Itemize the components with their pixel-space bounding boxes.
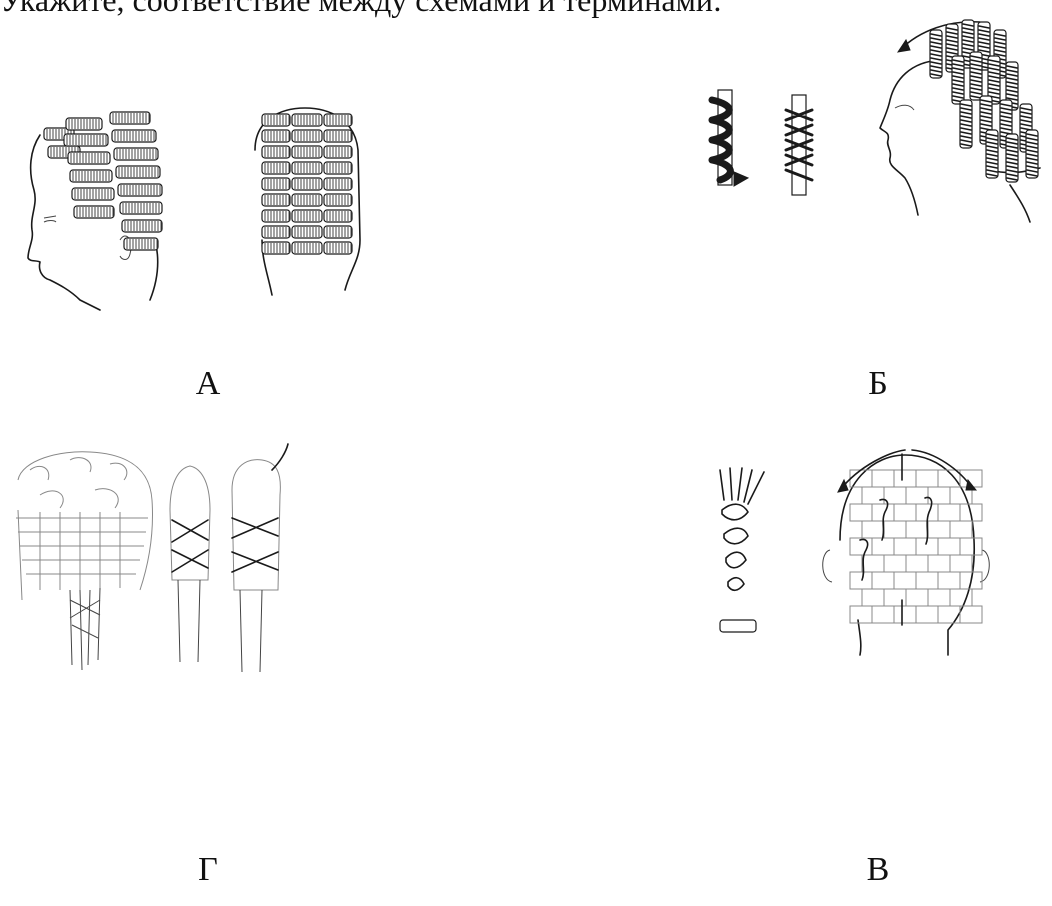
grid-cell xyxy=(916,606,938,623)
grid-cell xyxy=(906,487,928,504)
grid-cell xyxy=(894,538,916,555)
grid-cell xyxy=(850,606,872,623)
grid-cell xyxy=(950,521,972,538)
grid-cell xyxy=(872,572,894,589)
grid-cell xyxy=(906,521,928,538)
scheme-v: В xyxy=(690,440,1052,900)
grid-cell xyxy=(916,470,938,487)
grid-cell xyxy=(850,572,872,589)
scheme-v-drawing xyxy=(690,440,1052,680)
grid-cell xyxy=(960,606,982,623)
scheme-g-drawing xyxy=(0,440,400,680)
grid-cell xyxy=(938,538,960,555)
grid-cell xyxy=(950,555,972,572)
grid-cell xyxy=(884,555,906,572)
grid-cell xyxy=(894,504,916,521)
scheme-a: А xyxy=(0,90,400,320)
grid-cell xyxy=(960,538,982,555)
grid-cell xyxy=(894,470,916,487)
scheme-a-drawing xyxy=(0,90,400,320)
scheme-g-label: Г xyxy=(198,853,218,887)
scheme-a-label: А xyxy=(196,367,221,401)
grid-cell xyxy=(862,521,884,538)
grid-cell xyxy=(938,606,960,623)
grid-cell xyxy=(894,572,916,589)
grid-cell xyxy=(850,504,872,521)
grid-cell xyxy=(928,555,950,572)
grid-cell xyxy=(894,606,916,623)
scheme-g: Г xyxy=(0,440,400,900)
grid-cell xyxy=(862,555,884,572)
grid-cell xyxy=(906,555,928,572)
scheme-v-label: В xyxy=(867,853,890,887)
grid-cell xyxy=(850,538,872,555)
grid-cell xyxy=(906,589,928,606)
scheme-b-drawing xyxy=(690,0,1052,230)
grid-cell xyxy=(938,504,960,521)
grid-cell xyxy=(872,606,894,623)
grid-cell xyxy=(928,589,950,606)
roller xyxy=(118,184,162,196)
grid-cell xyxy=(884,521,906,538)
roller xyxy=(124,238,158,250)
roller xyxy=(64,134,108,146)
scheme-b: Б xyxy=(690,0,1052,400)
roller xyxy=(116,166,160,178)
grid-cell xyxy=(862,589,884,606)
grid-cell xyxy=(872,538,894,555)
grid-cell xyxy=(862,487,884,504)
grid-cell xyxy=(916,572,938,589)
grid-cell xyxy=(872,470,894,487)
roller xyxy=(114,148,158,160)
roller xyxy=(112,130,156,142)
grid-cell xyxy=(928,521,950,538)
scheme-b-label: Б xyxy=(868,367,888,401)
grid-cell xyxy=(938,572,960,589)
